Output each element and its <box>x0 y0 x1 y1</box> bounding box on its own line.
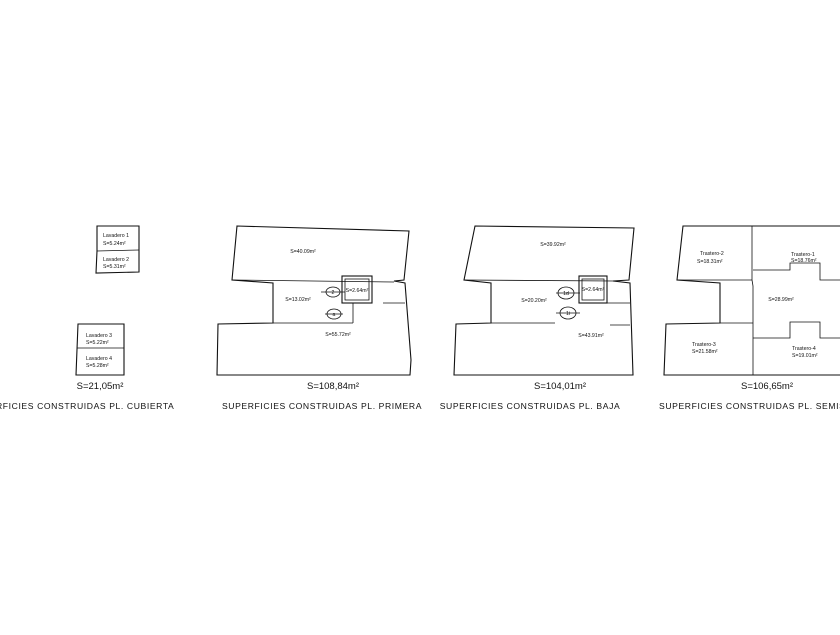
plan-total-area: S=104,01m² <box>534 381 586 392</box>
partition-wall <box>751 279 754 287</box>
unit-marker: 1i <box>556 306 580 320</box>
unit-marker: 2 <box>321 286 345 298</box>
partition-wall <box>753 321 840 339</box>
room-area: S=13.02m² <box>285 297 311 303</box>
unit-marker: a <box>325 308 343 320</box>
lavadero-1-name: Lavadero 1 <box>103 233 129 239</box>
plan-outline <box>663 225 840 376</box>
lavadero-2-name: Lavadero 2 <box>103 257 129 263</box>
marker-label: 1d <box>563 291 569 297</box>
plan-cubierta: Lavadero 1 S=5.24m² Lavadero 2 S=5.31m² … <box>0 225 174 411</box>
lavadero-1-2-outline <box>95 225 140 274</box>
trastero-2-name: Trastero-2 <box>700 251 724 257</box>
lavadero-divider <box>96 249 140 252</box>
trastero-1-name: Trastero-1 <box>791 252 815 258</box>
marker-label: a <box>333 312 336 318</box>
plan-total-area: S=21,05m² <box>77 381 124 392</box>
partition-wall <box>753 262 840 281</box>
lavadero-4-name: Lavadero 4 <box>86 356 112 362</box>
plan-title: SUPERFICIES CONSTRUIDAS PL. SEMISOTANO <box>659 401 840 411</box>
room-area: S=2.64m² <box>346 288 369 294</box>
elevator-inner <box>581 278 605 301</box>
trastero-3-name: Trastero-3 <box>692 342 716 348</box>
plan-baja: S=39.92m² S=20.20m² S=2.64m² S=43.91m² 1… <box>440 225 635 411</box>
lavadero-4-area: S=5.28m² <box>86 363 109 369</box>
lavadero-1-area: S=5.24m² <box>103 241 126 247</box>
trastero-3-area: S=21.58m² <box>692 349 718 355</box>
plan-semisotano: Trastero-2 S=18.31m² Trastero-1 S=18.76m… <box>659 225 840 411</box>
room-area: S=39.92m² <box>540 242 566 248</box>
plan-title: RFICIES CONSTRUIDAS PL. CUBIERTA <box>0 401 174 411</box>
plan-title: SUPERFICIES CONSTRUIDAS PL. PRIMERA <box>222 401 422 411</box>
room-area: S=40.09m² <box>290 249 316 255</box>
lavadero-3-name: Lavadero 3 <box>86 333 112 339</box>
trastero-1-area: S=18.76m² <box>791 258 817 264</box>
plan-total-area: S=108,84m² <box>307 381 359 392</box>
partition-wall <box>231 279 395 283</box>
room-area: S=43.91m² <box>578 333 604 339</box>
room-area: S=28.99m² <box>768 297 794 303</box>
room-area: S=20.20m² <box>521 298 547 304</box>
plan-primera: S=40.09m² S=13.02m² S=2.64m² S=55.72m² 2… <box>216 225 422 411</box>
partition-wall <box>463 279 614 282</box>
trastero-4-area: S=19.01m² <box>792 353 818 359</box>
lavadero-3-area: S=5.22m² <box>86 340 109 346</box>
trastero-2-area: S=18.31m² <box>697 259 723 265</box>
plan-title: SUPERFICIES CONSTRUIDAS PL. BAJA <box>440 401 621 411</box>
plan-total-area: S=106,65m² <box>741 381 793 392</box>
plan-outline <box>216 225 412 376</box>
lavadero-3-4-outline <box>75 323 125 376</box>
elevator-inner <box>344 278 370 301</box>
elevator-box <box>341 275 373 304</box>
marker-label: 1i <box>566 311 570 317</box>
lavadero-2-area: S=5.31m² <box>103 264 126 270</box>
room-area: S=2.64m² <box>582 287 605 293</box>
marker-label: 2 <box>332 290 335 296</box>
elevator-box <box>578 275 608 304</box>
trastero-4-name: Trastero-4 <box>792 346 816 352</box>
plan-outline <box>453 225 635 376</box>
room-area: S=55.72m² <box>325 332 351 338</box>
unit-marker: 1d <box>556 286 580 300</box>
